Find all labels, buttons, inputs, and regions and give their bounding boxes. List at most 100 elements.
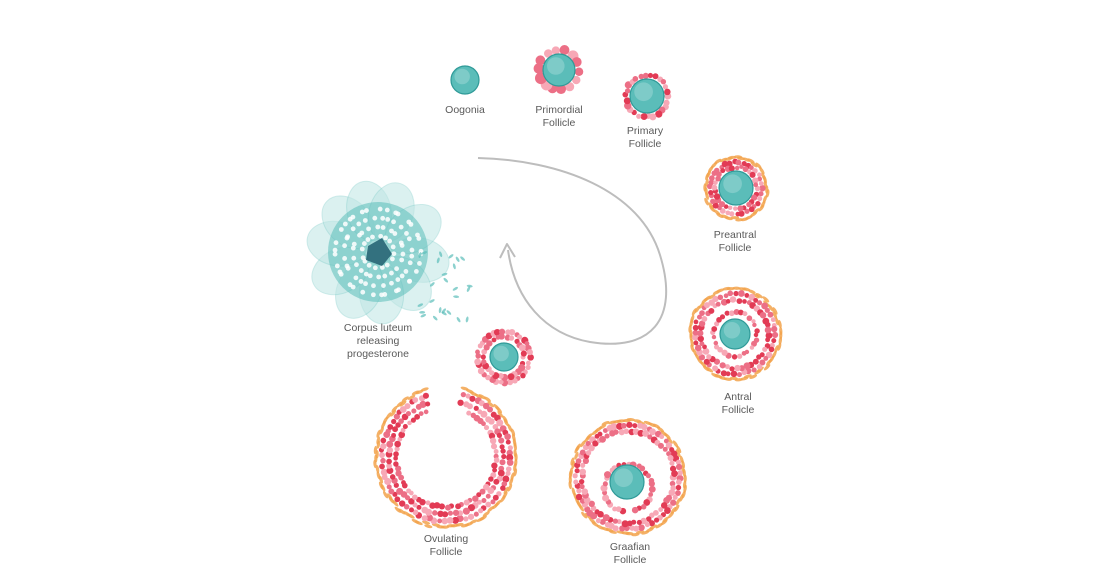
- theca-cell: [676, 445, 682, 453]
- granulosa-cell: [520, 350, 527, 357]
- granulosa-cell: [386, 467, 394, 475]
- theca-cell: [714, 158, 722, 165]
- granulosa-cell: [759, 185, 766, 192]
- theca-cell: [574, 451, 579, 460]
- granulosa-cell: [505, 439, 511, 445]
- granulosa-cell: [576, 488, 582, 494]
- granulosa-cell: [423, 409, 429, 415]
- granulosa-cell: [647, 72, 654, 79]
- granulosa-cell: [518, 344, 526, 352]
- granulosa-cell: [647, 434, 653, 440]
- granulosa-cell: [585, 450, 592, 456]
- granulosa-cell: [742, 299, 747, 304]
- granulosa-cell: [754, 185, 761, 192]
- progesterone-fleck: [452, 263, 456, 270]
- granulosa-cell: [501, 481, 508, 487]
- granulosa-cell: [770, 317, 776, 323]
- granulosa-cell: [724, 364, 730, 370]
- granulosa-cell: [648, 520, 655, 527]
- granulosa-cell: [660, 79, 667, 85]
- granulosa-cell: [416, 504, 422, 510]
- zona-pellucida: [450, 65, 480, 95]
- granulosa-cell: [385, 428, 391, 434]
- luteal-cell: [371, 283, 376, 289]
- granulosa-cell: [752, 177, 759, 184]
- granulosa-cell: [489, 437, 497, 445]
- granulosa-cell: [644, 521, 650, 528]
- granulosa-cell: [481, 498, 487, 504]
- granulosa-cell: [398, 418, 404, 424]
- granulosa-cell: [412, 397, 419, 403]
- zona-pellucida: [489, 342, 519, 372]
- granulosa-cell: [412, 509, 419, 516]
- granulosa-cell: [394, 440, 401, 448]
- granulosa-cell: [719, 208, 726, 214]
- theca-cell: [495, 406, 503, 414]
- granulosa-cell: [391, 418, 397, 425]
- granulosa-cell: [711, 184, 718, 191]
- luteal-cell: [375, 224, 381, 230]
- granulosa-cell: [626, 421, 633, 428]
- luteal-cell: [372, 265, 378, 271]
- granulosa-cell: [660, 502, 668, 509]
- granulosa-cell: [381, 474, 388, 481]
- granulosa-cell: [708, 189, 714, 196]
- granulosa-cell: [599, 435, 606, 443]
- granulosa-cell: [645, 516, 652, 522]
- luteal-cell: [395, 277, 401, 282]
- zona-pellucida: [609, 464, 645, 500]
- granulosa-cell: [507, 373, 515, 381]
- theca-cell: [399, 400, 407, 407]
- granulosa-cell: [485, 374, 491, 381]
- luteal-cell: [417, 261, 422, 266]
- luteal-cell: [381, 283, 386, 288]
- theca-cell: [424, 524, 433, 529]
- granulosa-cell: [496, 491, 502, 497]
- granulosa-cell: [613, 429, 619, 435]
- theca-cell: [575, 443, 581, 451]
- granulosa-cell: [664, 507, 671, 514]
- granulosa-cell: [462, 507, 470, 515]
- granulosa-cell: [764, 326, 772, 334]
- granulosa-cell: [734, 165, 740, 171]
- granulosa-cell: [402, 423, 408, 430]
- granulosa-cell: [393, 461, 399, 467]
- granulosa-cell: [386, 458, 392, 465]
- granulosa-cell: [395, 422, 401, 428]
- theca-cell: [768, 304, 774, 312]
- granulosa-cell: [437, 518, 443, 524]
- granulosa-cell: [733, 308, 740, 315]
- oocyte: [543, 54, 575, 86]
- granulosa-cell: [746, 201, 752, 208]
- granulosa-cell: [718, 201, 726, 208]
- granulosa-cell: [699, 341, 705, 347]
- progesterone-fleck: [418, 252, 422, 258]
- granulosa-cell: [386, 446, 394, 454]
- granulosa-cell: [579, 483, 585, 490]
- granulosa-cell: [744, 293, 750, 298]
- progesterone-fleck: [466, 286, 471, 292]
- granulosa-cell: [629, 525, 635, 531]
- granulosa-cell: [425, 514, 433, 522]
- granulosa-cell: [711, 326, 718, 332]
- theca-cell: [759, 167, 765, 175]
- granulosa-cell: [704, 302, 710, 309]
- luteal-cell: [383, 235, 388, 241]
- luteal-cell: [408, 221, 414, 227]
- zona-pellucida: [719, 318, 751, 350]
- theca-cell: [682, 468, 686, 478]
- granulosa-cell: [721, 349, 728, 356]
- theca-cell: [749, 374, 758, 379]
- luteal-cell: [360, 255, 366, 261]
- granulosa-cell: [657, 442, 664, 449]
- granulosa-cell: [692, 324, 699, 331]
- progesterone-fleck: [439, 251, 443, 258]
- granulosa-cell: [730, 370, 738, 378]
- granulosa-cell: [716, 317, 722, 323]
- granulosa-cell: [451, 516, 459, 524]
- granulosa-cell: [386, 463, 392, 469]
- granulosa-cell: [620, 422, 627, 429]
- granulosa-cell: [391, 432, 397, 438]
- granulosa-cell: [759, 311, 767, 319]
- granulosa-cell: [485, 501, 492, 508]
